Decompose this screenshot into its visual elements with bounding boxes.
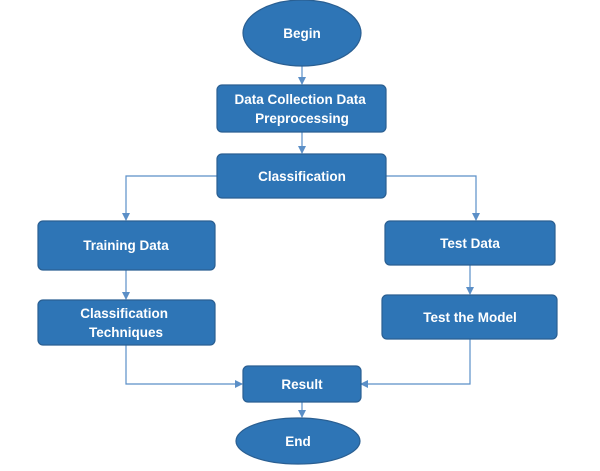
node-training-data-shape: [37, 220, 216, 271]
node-result: Result: [242, 365, 362, 403]
node-classification: Classification: [216, 153, 387, 199]
edge-classification-to-test-data: [386, 175, 480, 221]
node-begin-shape: [242, 0, 362, 67]
node-test-model-label: Test the Model: [423, 310, 517, 325]
node-test-model-shape: [381, 294, 558, 340]
node-test-data: Test Data: [384, 220, 556, 266]
node-result-label: Result: [281, 377, 323, 392]
node-test-model: Test the Model: [381, 294, 558, 340]
node-test-data-shape: [384, 220, 556, 266]
node-classification-techniques-line-1: Classification: [80, 306, 168, 321]
node-result-shape: [242, 365, 362, 403]
node-classification-techniques-line-2: Techniques: [89, 325, 163, 340]
node-data-collection-line-2: Preprocessing: [255, 111, 349, 126]
edge-test-model-to-result: [360, 339, 471, 388]
node-data-collection: Data Collection Data Preprocessing: [216, 84, 387, 133]
edge-classification-to-training-data: [122, 175, 217, 221]
node-classification-techniques: Classification Techniques: [37, 299, 216, 346]
connectors: [122, 66, 480, 418]
node-end-shape: [235, 417, 361, 465]
node-begin: Begin: [242, 0, 362, 67]
node-classification-shape: [216, 153, 387, 199]
node-begin-label: Begin: [283, 26, 321, 41]
node-classification-techniques-label: Classification Techniques: [80, 306, 172, 340]
node-data-collection-shape: [216, 84, 387, 133]
node-training-data-label: Training Data: [83, 238, 169, 253]
node-data-collection-line-1: Data Collection Data: [234, 92, 366, 107]
node-test-data-label: Test Data: [440, 236, 500, 251]
node-data-collection-label: Data Collection Data Preprocessing: [234, 92, 369, 126]
node-training-data: Training Data: [37, 220, 216, 271]
node-classification-techniques-shape: [37, 299, 216, 346]
node-classification-label: Classification: [258, 169, 346, 184]
edge-techniques-to-result: [125, 345, 243, 388]
node-end-label: End: [285, 434, 311, 449]
node-end: End: [235, 417, 361, 465]
